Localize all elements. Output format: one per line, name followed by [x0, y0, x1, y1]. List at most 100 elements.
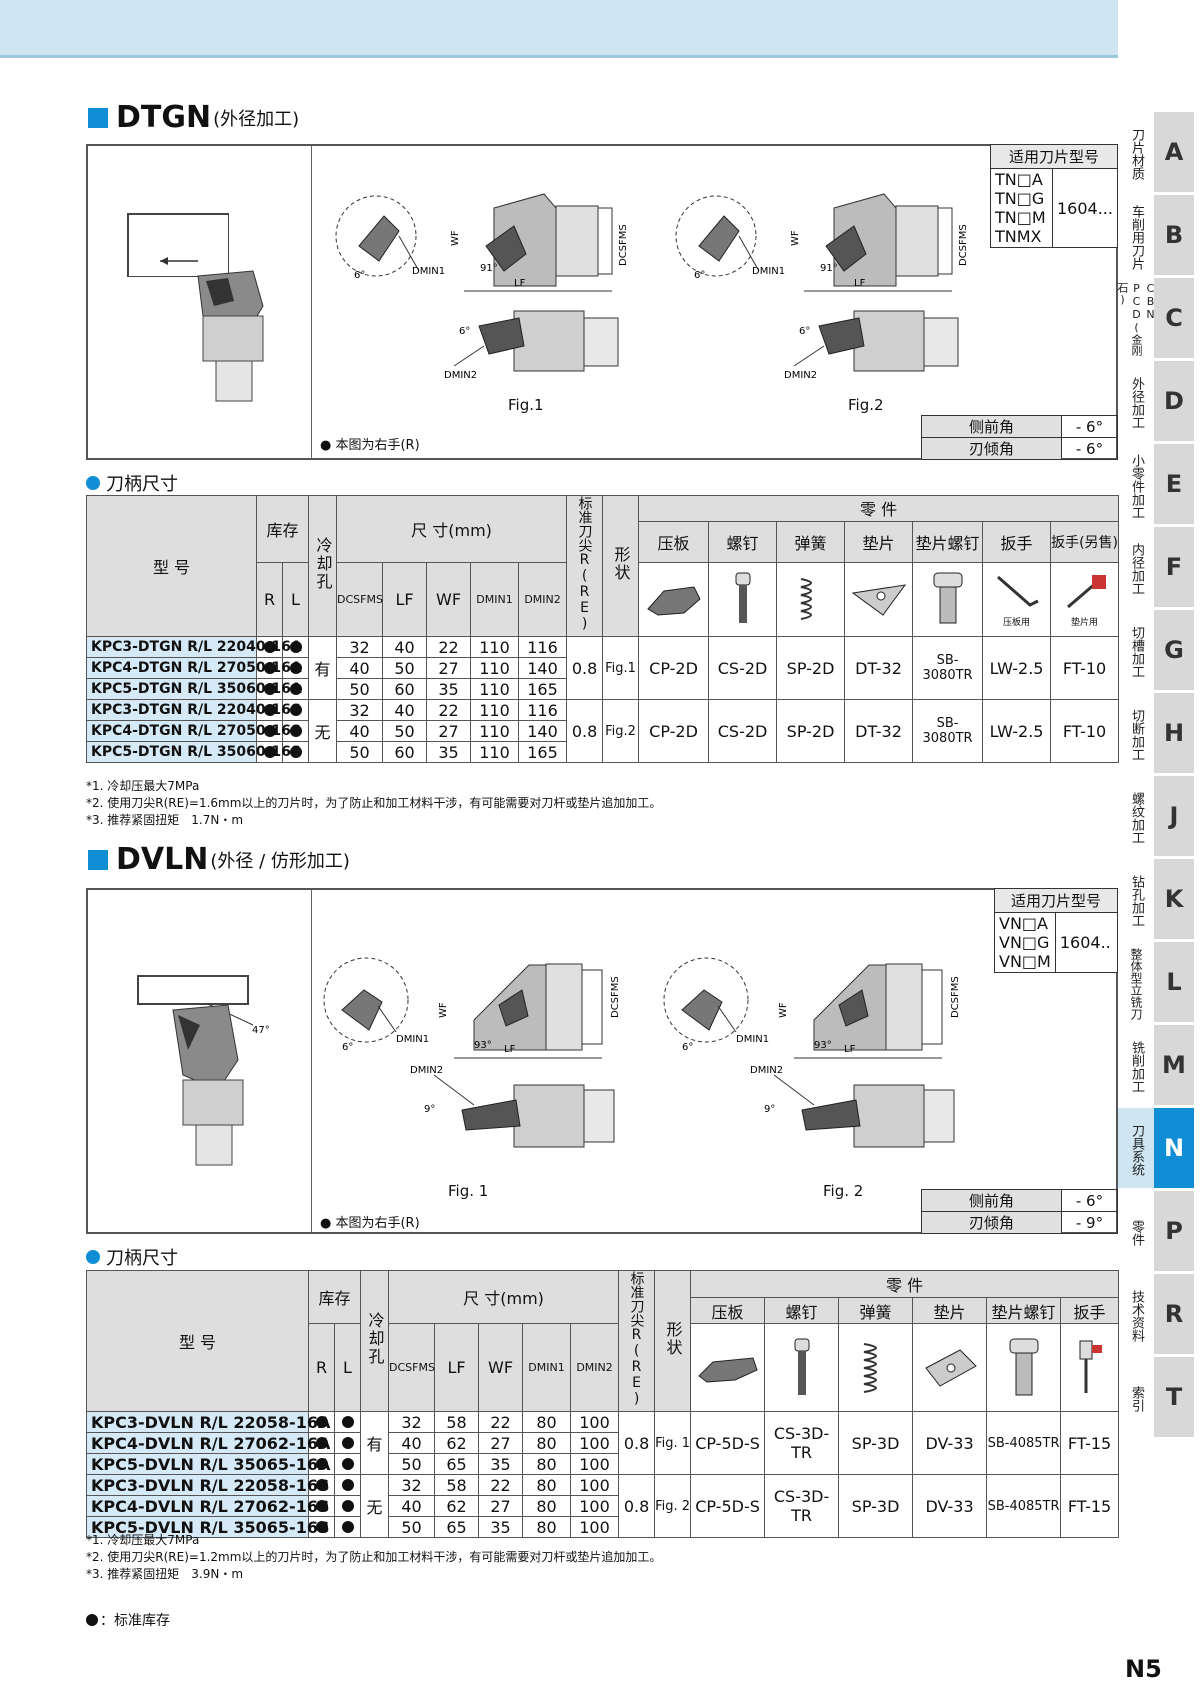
- header-shape: 形状: [602, 495, 640, 637]
- dtgn-subtitle: (外径加工): [213, 108, 300, 130]
- dvln-table-title: 刀柄尺寸: [86, 1244, 178, 1270]
- svg-text:DCSFMS: DCSFMS: [610, 976, 621, 1018]
- header-lf: LF: [434, 1323, 480, 1412]
- dtgn-fig2-dmin1-label: DMIN1: [752, 266, 785, 277]
- bullet-dot-icon: [86, 1250, 100, 1264]
- svg-text:LF: LF: [844, 1044, 856, 1055]
- dtgn-section-title: DTGN (外径加工): [88, 100, 299, 135]
- dtgn-angle-table: 侧前角- 6° 刃倾角- 6°: [921, 415, 1118, 460]
- dvln-notes: *1. 冷却压最大7MPa *2. 使用刀尖R(RE)=1.2mm以上的刀片时，…: [86, 1533, 662, 1581]
- dtgn-fig2-wf-label: WF: [790, 230, 801, 246]
- side-rake-value: - 6°: [1061, 1189, 1118, 1212]
- dvln-angle-table: 侧前角- 6° 刃倾角- 9°: [921, 1189, 1118, 1234]
- top-band: [0, 0, 1118, 58]
- header-spring: 弹簧: [838, 1296, 914, 1325]
- dtgn-fig2-91-label: 91°: [820, 263, 838, 274]
- dvln-insert-table: 适用刀片型号 VN□A VN□G VN□M 1604..: [994, 888, 1119, 973]
- header-wf: WF: [426, 561, 472, 638]
- dtgn-right-hand-note: ● 本图为右手(R): [320, 438, 420, 453]
- header-shape: 形状: [654, 1270, 692, 1412]
- dvln-fig1-label: Fig. 1: [448, 1182, 489, 1200]
- clamp-icon: [638, 561, 710, 638]
- shim-screw-icon: [986, 1323, 1062, 1412]
- header-wrench-optional: 扳手(另售): [1050, 520, 1120, 563]
- incl-angle-value: - 9°: [1061, 1211, 1118, 1234]
- dvln-fig2-label: Fig. 2: [823, 1182, 864, 1200]
- header-l: L: [281, 561, 310, 638]
- dvln-diagram-box: 47° DMIN1 6° WF LF 93° DCSFMS DMIN2 9° D…: [86, 888, 1119, 1234]
- torx-wrench-icon: [1060, 1323, 1120, 1412]
- header-wrench: 扳手: [1060, 1296, 1120, 1325]
- header-shim: 垫片: [912, 1296, 988, 1325]
- dtgn-fig1-angle2-label: 6°: [459, 326, 470, 337]
- header-dcsfms: DCSFMS: [336, 561, 384, 638]
- shim-screw-icon: [912, 561, 984, 638]
- dvln-technical-drawings: DMIN1 6° WF LF 93° DCSFMS DMIN2 9° DMIN1…: [323, 957, 961, 1148]
- dvln-title: DVLN: [116, 842, 209, 877]
- dtgn-fig1-91-label: 91°: [480, 263, 498, 274]
- incl-angle-label: 刃倾角: [921, 437, 1062, 460]
- dvln-subtitle: (外径 / 仿形加工): [210, 850, 350, 872]
- svg-text:DMIN2: DMIN2: [410, 1065, 443, 1076]
- section-square-icon: [88, 849, 108, 870]
- svg-text:DMIN1: DMIN1: [736, 1034, 769, 1045]
- dtgn-fig2-lf-label: LF: [854, 278, 866, 289]
- svg-text:6°: 6°: [342, 1042, 353, 1053]
- dtgn-fig1-lf-label: LF: [514, 278, 526, 289]
- header-dims: 尺 寸(mm): [336, 495, 568, 563]
- header-dmin2: DMIN2: [570, 1323, 620, 1412]
- dtgn-fig1-dcsfms-label: DCSFMS: [618, 224, 629, 266]
- dtgn-table-title: 刀柄尺寸: [86, 470, 178, 496]
- svg-text:9°: 9°: [764, 1104, 775, 1115]
- svg-text:DMIN1: DMIN1: [396, 1034, 429, 1045]
- header-parts: 零 件: [638, 495, 1120, 522]
- insert-size: 1604...: [1052, 168, 1118, 248]
- header-clamp: 压板: [690, 1296, 766, 1325]
- header-dmin2: DMIN2: [518, 561, 568, 638]
- header-dmin1: DMIN1: [470, 561, 520, 638]
- dvln-spec-table: 型 号 库存 冷却孔 尺 寸(mm) 标准刀尖R(RE) 形状 零 件 压板 螺…: [86, 1269, 1120, 1538]
- insert-table-header: 适用刀片型号: [994, 888, 1118, 913]
- dvln-right-hand-note: ● 本图为右手(R): [320, 1216, 420, 1231]
- header-r: R: [308, 1323, 335, 1412]
- torx-wrench-icon: 垫片用: [1050, 561, 1120, 638]
- header-re: 标准刀尖R(RE): [566, 495, 604, 637]
- header-shim: 垫片: [844, 520, 914, 563]
- header-shim-screw: 垫片螺钉: [912, 520, 984, 563]
- header-stock: 库存: [255, 495, 310, 563]
- dtgn-diagram-box: DMIN1 6° WF LF 91° DCSFMS DMIN2 6° DMIN1…: [86, 144, 1118, 460]
- side-rake-label: 侧前角: [921, 415, 1062, 438]
- header-l: L: [333, 1323, 362, 1412]
- dtgn-notes: *1. 冷却压最大7MPa *2. 使用刀尖R(RE)=1.6mm以上的刀片时，…: [86, 779, 662, 827]
- header-parts: 零 件: [690, 1270, 1120, 1298]
- dtgn-technical-drawings: DMIN1 6° WF LF 91° DCSFMS DMIN2 6° DMIN1…: [335, 193, 969, 381]
- header-coolant: 冷却孔: [308, 495, 338, 637]
- svg-text:DMIN2: DMIN2: [750, 1065, 783, 1076]
- dvln-overview-image: 47°: [88, 890, 312, 1232]
- tab-c[interactable]: CBN PCD(金刚石)C: [1116, 278, 1200, 358]
- header-stock: 库存: [307, 1269, 362, 1325]
- header-model: 型 号: [86, 495, 257, 637]
- side-rake-label: 侧前角: [921, 1189, 1062, 1212]
- svg-text:LF: LF: [504, 1044, 516, 1055]
